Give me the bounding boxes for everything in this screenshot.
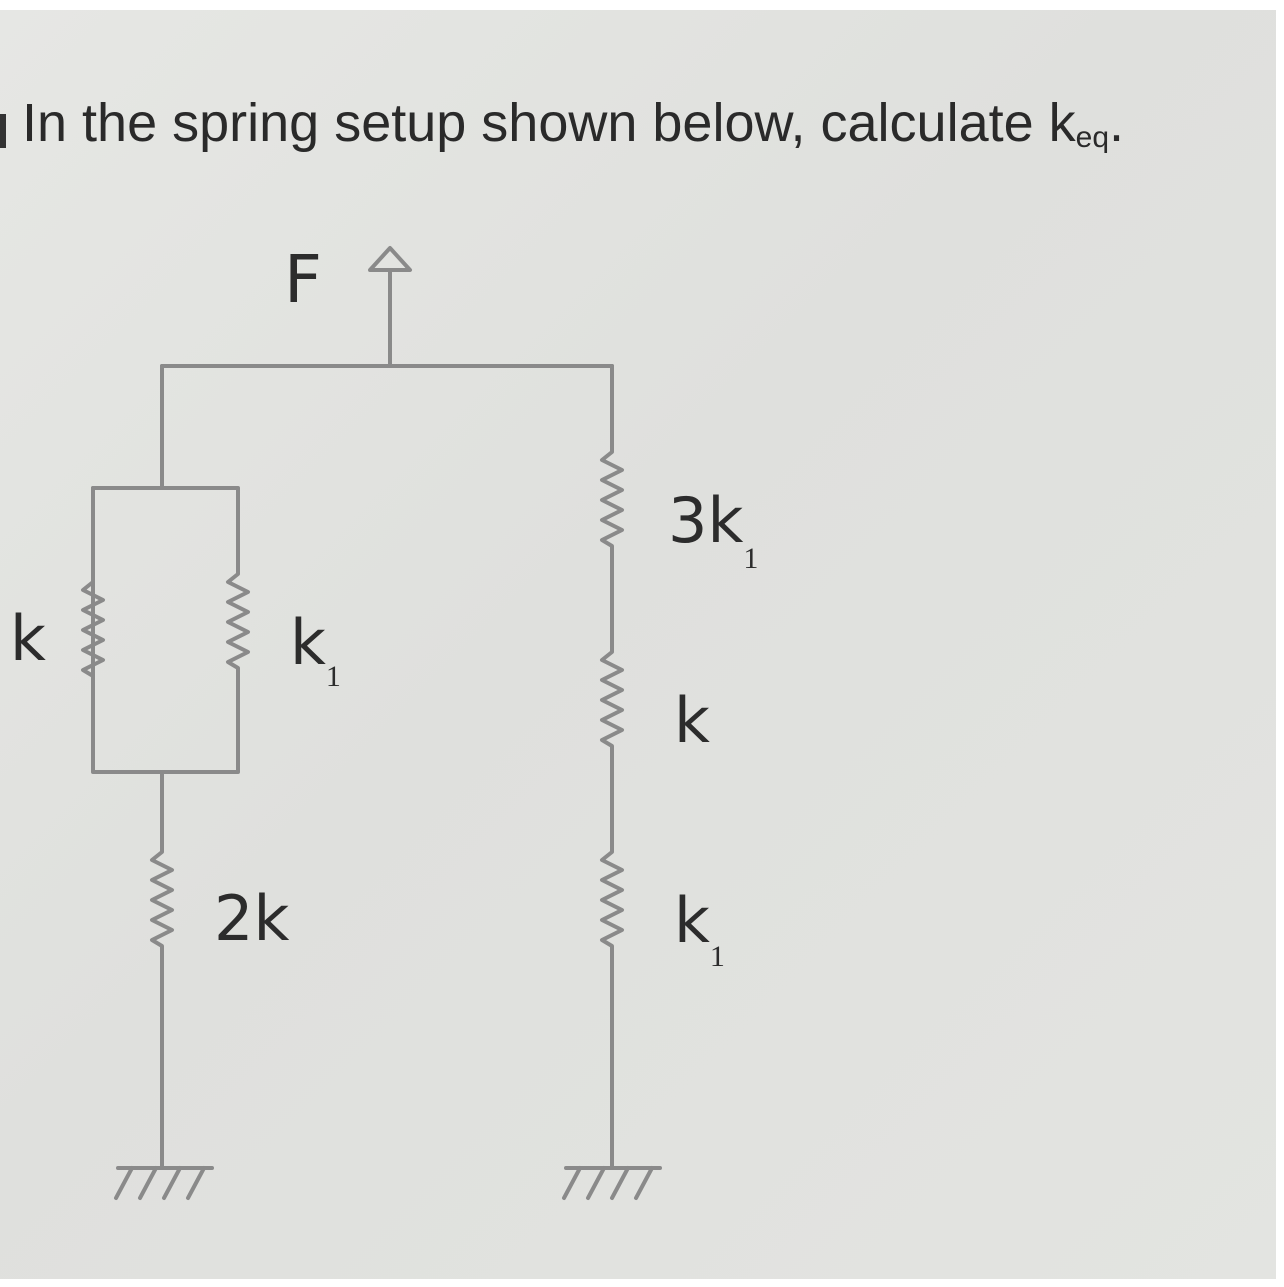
question-text: In the spring setup shown below, calcula… [22,92,1124,156]
label-left-parallel-left: k [10,602,46,675]
label-left-parallel-right-main: k [290,606,326,679]
right-ground-hatch-1 [562,1166,582,1200]
label-left-parallel-left-main: k [10,602,46,675]
left-ground-hatch-4 [186,1166,206,1200]
label-right-middle-main: k [674,684,710,757]
force-label: F [284,241,322,318]
left-ground-hatch-3 [162,1166,182,1200]
label-right-top-main: 3k [668,484,743,557]
label-right-bottom-sub: 1 [710,940,725,973]
label-left-series-lower: 2k [214,882,289,955]
top-border [0,0,1284,10]
left-ground-hatch-1 [114,1166,134,1200]
label-right-bottom-main: k [674,884,710,957]
question-marker [0,114,6,148]
question-subscript: eq [1075,121,1110,154]
spring-right-middle [600,638,624,762]
bottom-border [0,1279,1284,1287]
spring-right-top [600,438,624,562]
label-right-bottom: k1 [674,884,725,973]
question-prefix: In the spring setup shown below, calcula… [22,93,1076,153]
question-suffix: . [1109,93,1125,153]
right-border [1276,0,1284,1287]
spring-right-bottom [600,838,624,962]
force-arrow-head [368,246,412,272]
spring-left-parallel-left [81,570,105,692]
label-right-top-sub: 1 [743,542,758,575]
label-left-series-lower-main: 2k [214,882,289,955]
left-ground-hatch-2 [138,1166,158,1200]
right-ground-hatch-4 [634,1166,654,1200]
spring-left-series-lower [150,838,174,962]
spring-left-parallel-right [226,550,250,724]
right-ground-hatch-2 [586,1166,606,1200]
label-left-parallel-right: k1 [290,606,341,693]
right-ground-hatch-3 [610,1166,630,1200]
left-parallel-frame-bottom [91,688,240,774]
label-right-middle: k [674,684,710,757]
left-parallel-frame-top [91,486,240,722]
label-left-parallel-right-sub: 1 [326,660,341,693]
label-right-top: 3k1 [668,484,758,575]
